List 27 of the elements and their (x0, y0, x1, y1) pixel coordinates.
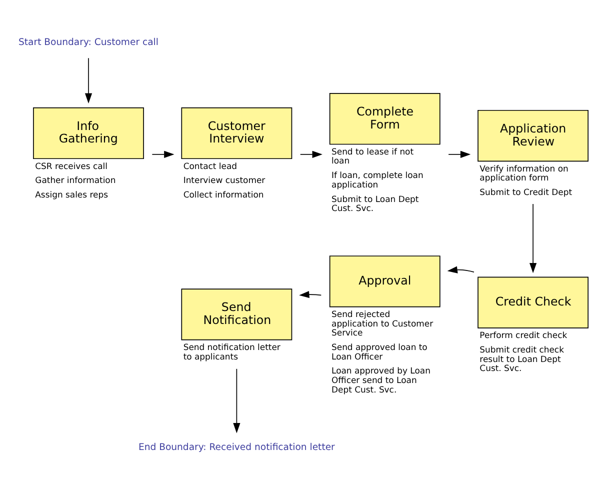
arrow (529, 203, 537, 273)
node-label: Send notification letter to applicants (183, 341, 280, 361)
node-label: CSR receives call (35, 160, 108, 170)
arrow (233, 368, 240, 433)
node-text: End Boundary: Received notification letter (138, 441, 335, 452)
node-label: Perform credit check (480, 330, 568, 340)
arrow (448, 150, 471, 158)
node-label: Send rejected application to Customer Service (332, 308, 434, 338)
node-label: Submit credit check result to Loan Dept Cust. Svc. (480, 344, 564, 373)
arrow (299, 290, 322, 298)
node-label: Assign sales reps (35, 189, 108, 200)
node-label: Submit to Loan Dept Cust. Svc. (332, 193, 419, 213)
arrow (447, 266, 474, 273)
node-text: Start Boundary: Customer call (18, 36, 158, 48)
node-label: Contact lead (183, 160, 238, 170)
node-label: Send approved loan to Loan Officer (332, 341, 428, 361)
node-label: Send to lease if not loan (332, 146, 414, 166)
node-label: Gather information (35, 174, 116, 185)
node-label: Loan approved by Loan Officer send to Loan Dept Cust. Svc. (332, 365, 430, 394)
node-label: Collect information (183, 189, 264, 200)
node-label: Verify information on application form (480, 162, 568, 182)
node-label: Interview customer (183, 174, 266, 185)
node-label: If loan, complete loan application (332, 170, 424, 189)
arrow (84, 57, 92, 103)
arrow (152, 150, 174, 158)
node-label: Submit to Credit Dept (480, 186, 572, 197)
arrow (300, 150, 322, 158)
